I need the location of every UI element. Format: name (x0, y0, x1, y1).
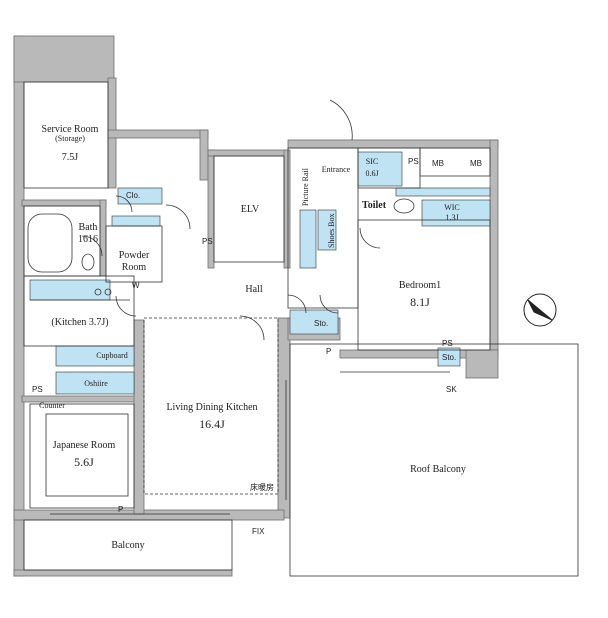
p-label: P (326, 347, 331, 356)
storage-areas (29, 151, 491, 395)
japanese-size-label: 5.6J (74, 455, 94, 469)
mb-label: MB (470, 159, 482, 168)
shoes-box-label: Shoes Box (327, 214, 336, 248)
ps-label: PS (32, 385, 43, 394)
ps-label: PS (408, 157, 419, 166)
bedroom-size-label: 8.1J (410, 295, 430, 309)
mb-label: MB (432, 159, 444, 168)
picture-rail-label: Picture Rail (301, 167, 310, 206)
sto-label: Sto. (442, 353, 456, 362)
ps-label: PS (202, 237, 213, 246)
entrance-label: Entrance (322, 165, 351, 174)
sic-label: SIC (366, 157, 378, 166)
bath-size-label: 1616 (78, 234, 98, 245)
bedroom-label: Bedroom1 (399, 280, 441, 291)
service-storage-label: (Storage) (55, 134, 85, 143)
bath-label: Bath (79, 222, 98, 233)
counter-label: Counter (39, 401, 65, 410)
service-room-label: Service Room (42, 124, 99, 135)
toilet-label: Toilet (362, 200, 387, 211)
elv-label: ELV (241, 204, 260, 215)
hall-label: Hall (245, 284, 262, 295)
interior-lines (23, 81, 579, 577)
powder-room-label: Room (122, 262, 147, 273)
floor-heating-label: 床暖房 (250, 482, 274, 492)
wic-label: WIC (444, 203, 460, 212)
kitchen-label: (Kitchen 3.7J) (51, 317, 108, 328)
balcony-label: Balcony (111, 540, 144, 551)
oshiire-label: Oshiire (84, 379, 108, 388)
japanese-room-label: Japanese Room (53, 440, 116, 451)
clo-label: Clo. (126, 191, 140, 200)
compass-icon (523, 293, 557, 327)
small-labels: PS PS PS PS MB MB Sto. Sto. Clo. P P W S… (32, 157, 482, 536)
p-label: P (118, 505, 123, 514)
ldk-label: Living Dining Kitchen (166, 402, 257, 413)
room-labels: Service Room (Storage) 7.5J Bath 1616 Po… (39, 124, 466, 551)
wic-size-label: 1.3J (445, 213, 458, 222)
ps-label: PS (442, 339, 453, 348)
service-size-label: 7.5J (62, 152, 79, 163)
roof-balcony-label: Roof Balcony (410, 464, 466, 475)
sic-size-label: 0.6J (365, 169, 378, 178)
cupboard-label: Cupboard (96, 351, 128, 360)
ldk-size-label: 16.4J (199, 417, 225, 431)
sk-label: SK (446, 385, 457, 394)
w-label: W (132, 281, 140, 290)
fix-label: FIX (252, 527, 265, 536)
sto-label: Sto. (314, 319, 328, 328)
powder-label: Powder (119, 250, 150, 261)
